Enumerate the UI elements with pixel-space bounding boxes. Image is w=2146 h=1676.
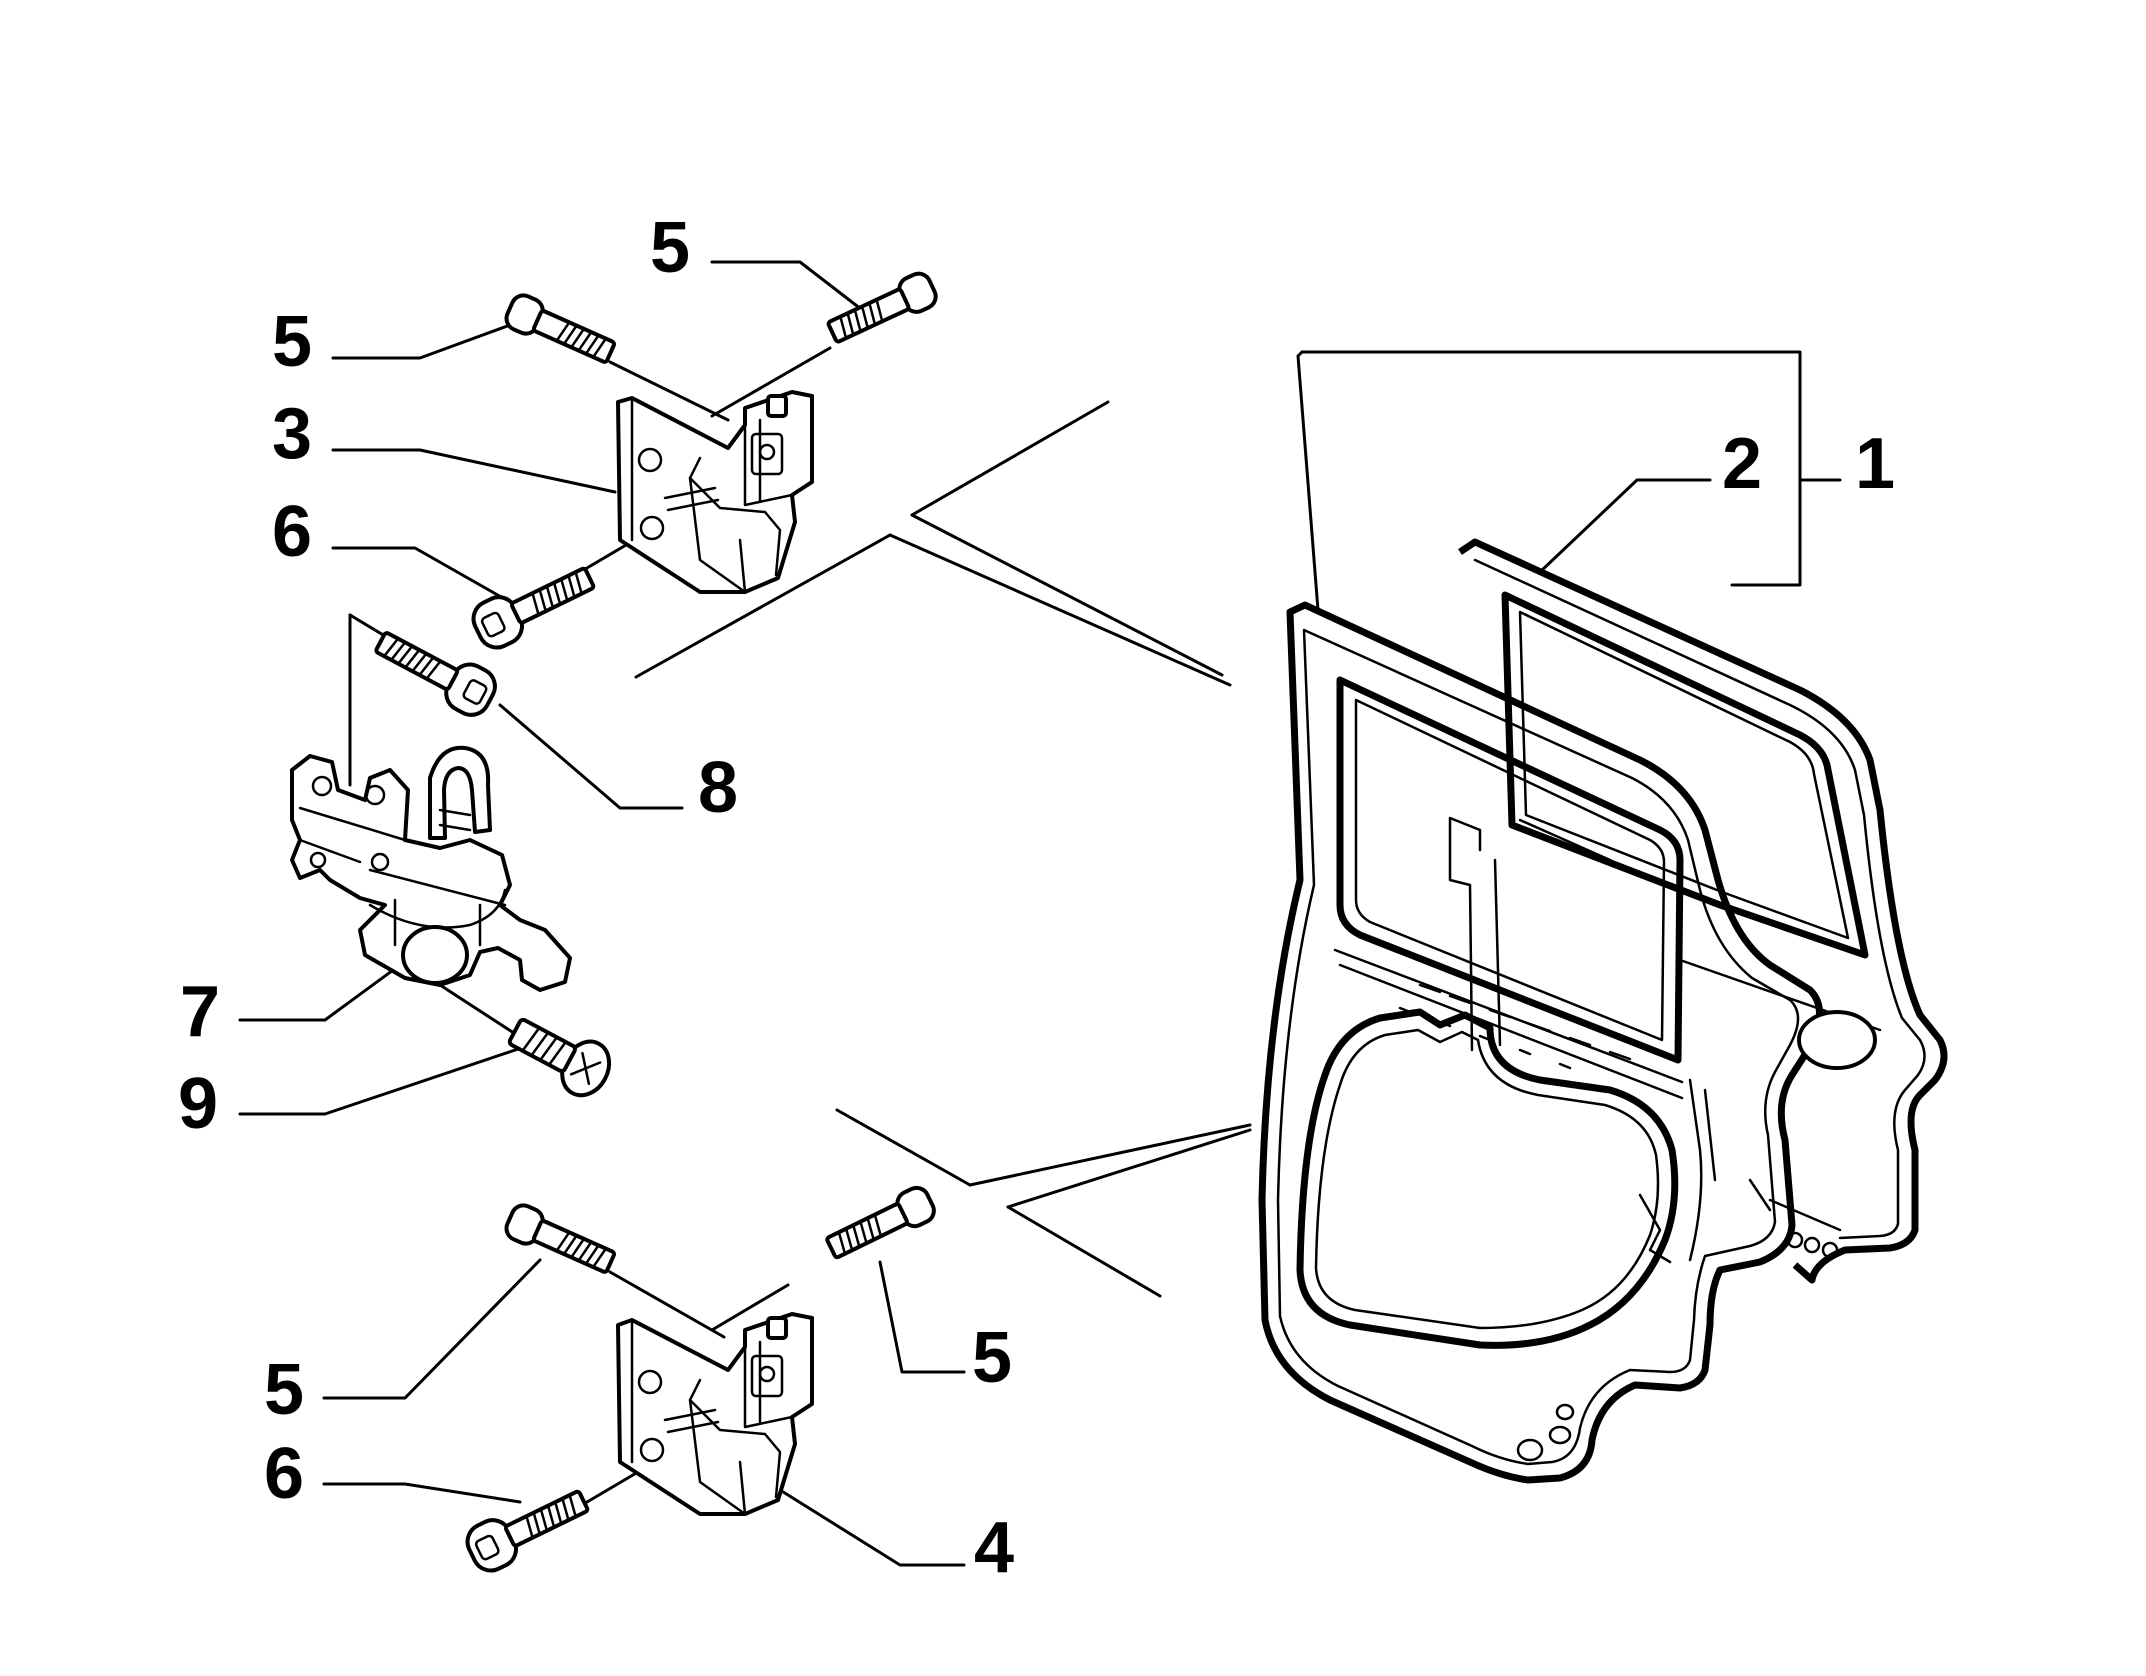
callout-9: 9 — [178, 1064, 218, 1144]
axis-bolt-5ll — [608, 1270, 726, 1339]
leader-lines — [238, 260, 1842, 1567]
leader-1 — [1300, 350, 1802, 587]
callout-7: 7 — [180, 972, 220, 1052]
callout-labels: 1 2 3 4 5 5 5 5 6 6 7 8 9 — [178, 208, 1895, 1588]
callout-3: 3 — [272, 394, 312, 474]
bolt-6-upper — [471, 566, 596, 650]
panel-outer-outline — [1458, 538, 1948, 1284]
door-line-upper-b — [888, 533, 1232, 687]
door-window-frame — [1336, 676, 1684, 1064]
door-lower-aperture — [1296, 1008, 1679, 1349]
door-check-strap — [290, 745, 572, 992]
leader-5-left — [331, 323, 512, 360]
upper-hinge — [616, 390, 814, 594]
leader-3 — [331, 448, 617, 494]
door-outer-outline — [1258, 601, 1823, 1484]
leader-1-door — [1296, 350, 1320, 612]
rear-door-shell — [1258, 601, 1823, 1484]
door-line-lower-c — [1006, 1205, 1162, 1298]
leader-6-top — [331, 546, 512, 604]
leader-8 — [498, 703, 684, 810]
lower-hinge — [616, 1312, 814, 1516]
bolt-6-lower — [465, 1489, 590, 1573]
callout-2: 2 — [1722, 424, 1762, 504]
door-line-lower-d — [1006, 1128, 1252, 1209]
leader-5-lower-right — [878, 1260, 966, 1374]
leader-4 — [778, 1488, 966, 1567]
door-line-lower-b — [968, 1123, 1252, 1187]
axis-bolt-5left — [608, 360, 730, 422]
leader-6-bottom — [322, 1482, 522, 1504]
bolt-9 — [507, 1017, 612, 1098]
outer-door-panel — [1448, 538, 1948, 1284]
callout-4: 4 — [974, 1508, 1014, 1588]
leader-7 — [238, 963, 402, 1022]
leader-9 — [238, 1043, 532, 1116]
leader-5-lower-left — [322, 1258, 542, 1400]
callout-5-top: 5 — [650, 208, 690, 288]
callout-5-lower-left: 5 — [264, 1350, 304, 1430]
callout-6-top: 6 — [272, 492, 312, 572]
axis-hinge-lower — [710, 1283, 790, 1332]
leader-5-top — [710, 260, 872, 318]
callout-5-left: 5 — [272, 302, 312, 382]
assembly-lines — [348, 346, 1252, 1517]
callout-8: 8 — [698, 748, 738, 828]
bolt-8 — [374, 631, 497, 717]
door-line-upper-c — [910, 400, 1110, 517]
door-line-upper-d — [910, 513, 1224, 677]
callout-5-lower-right: 5 — [972, 1318, 1012, 1398]
panel-window — [1501, 591, 1869, 959]
axis-bolt-5top — [710, 346, 832, 418]
door-line-upper-a — [634, 533, 892, 679]
bolt-5-upper-left — [504, 293, 617, 364]
callout-6-bottom: 6 — [264, 1434, 304, 1514]
callout-1: 1 — [1855, 424, 1895, 504]
bolt-5-lower-right — [825, 1185, 936, 1260]
bolt-5-lower-left — [504, 1203, 617, 1274]
bolt-5-upper-right — [826, 271, 938, 344]
leader-2 — [1538, 478, 1712, 574]
door-line-lower-a — [835, 1108, 972, 1187]
